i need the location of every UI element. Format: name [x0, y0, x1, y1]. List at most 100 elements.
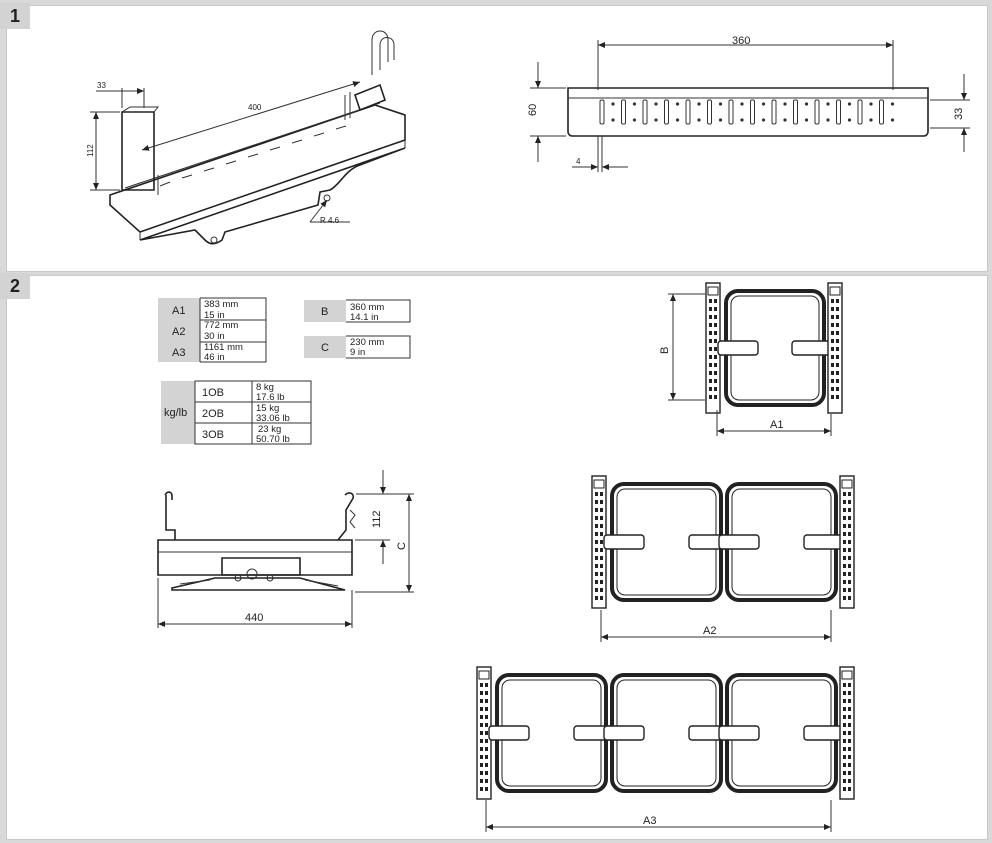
rail-hole [485, 763, 488, 767]
rail-hole [600, 540, 603, 544]
rail-cap [841, 479, 853, 489]
rail-hole [709, 363, 712, 367]
weight-model-2: 2OB [202, 408, 224, 420]
top-dim-a2: A2 [703, 625, 716, 637]
side-hole [761, 118, 766, 122]
rail-hole [480, 723, 483, 727]
side-slot [879, 99, 884, 125]
rail-hole [831, 299, 834, 303]
rail-hole [709, 387, 712, 391]
iso-dim-top-width: 33 [97, 81, 106, 90]
rail-hole [600, 516, 603, 520]
clamp [603, 534, 645, 550]
rail-hole [485, 755, 488, 759]
iso-dim-radius: R 4.6 [320, 216, 340, 225]
weight-table: kg/lb 1OB 2OB 3OB 8 kg 17.6 lb 15 kg 33.… [161, 380, 312, 445]
rail-hole [848, 596, 851, 600]
rail-hole [843, 540, 846, 544]
side-hole [740, 118, 744, 122]
rail-hole [831, 371, 834, 375]
rail-hole [595, 580, 598, 584]
iso-slots [159, 125, 347, 187]
rail-hole [848, 548, 851, 552]
rail-hole [595, 556, 598, 560]
dims-key-a3: A3 [172, 347, 185, 359]
weight-model-3: 3OB [202, 429, 224, 441]
side-slot [599, 99, 605, 125]
rail-hole [480, 731, 483, 735]
rail-hole [843, 731, 846, 735]
section-1-badge: 1 [0, 3, 30, 29]
b-in: 14.1 in [350, 312, 379, 323]
rail-hole [836, 339, 839, 343]
top-dim-b: B [659, 347, 671, 354]
clamp [803, 534, 845, 550]
front-dim-width: 440 [245, 612, 263, 624]
rail-hole [843, 572, 846, 576]
side-view-drawing: 360 60 33 4 [527, 35, 970, 172]
side-slot [707, 99, 712, 125]
rail-hole [595, 500, 598, 504]
rail-hole [831, 347, 834, 351]
rail-hole [714, 395, 717, 399]
rail-hole [848, 771, 851, 775]
dims-a2-mm: 772 mm [204, 320, 238, 331]
rail-hole [714, 323, 717, 327]
rail-hole [836, 355, 839, 359]
rail-hole [848, 787, 851, 791]
front-dim-height: 112 [371, 510, 383, 528]
side-slot [642, 99, 648, 125]
rail-hole [485, 723, 488, 727]
rail-hole [836, 379, 839, 383]
rail-hole [848, 779, 851, 783]
side-hole [826, 118, 830, 122]
rail-hole [836, 363, 839, 367]
rail-hole [836, 331, 839, 335]
weight-lb-2: 33.06 lb [256, 413, 290, 424]
rail-hole [843, 787, 846, 791]
side-dim-slot-offset: 33 [953, 108, 965, 120]
rail-hole [485, 707, 488, 711]
weight-lb-1: 17.6 lb [256, 392, 285, 403]
rail-hole [714, 339, 717, 343]
rail-hole [480, 755, 483, 759]
front-dim-total: C [396, 542, 408, 550]
rail-hole [709, 315, 712, 319]
rail-hole [480, 771, 483, 775]
dims-key-a1: A1 [172, 305, 185, 317]
rail-hole [843, 508, 846, 512]
clamp [718, 725, 760, 741]
side-hole [718, 102, 723, 106]
rail-hole [709, 395, 712, 399]
dims-key-a2: A2 [172, 326, 185, 338]
side-view-slots [599, 99, 895, 125]
rail-hole [848, 516, 851, 520]
rail-hole [709, 371, 712, 375]
side-hole [611, 118, 615, 122]
rail-hole [600, 548, 603, 552]
rail-hole [843, 683, 846, 687]
rail-hole [600, 572, 603, 576]
rail-hole [714, 347, 717, 351]
rail-hole [848, 747, 851, 751]
c-in: 9 in [350, 347, 365, 358]
rail-hole [848, 755, 851, 759]
rail-hole [709, 355, 712, 359]
rail-hole [831, 379, 834, 383]
rail-hole [480, 747, 483, 751]
rail-cap [829, 286, 841, 296]
clamp [718, 534, 760, 550]
rail-hole [600, 532, 603, 536]
rail-hole [714, 363, 717, 367]
rail-hole [843, 747, 846, 751]
rail-hole [848, 739, 851, 743]
rail-hole [714, 307, 717, 311]
rail-hole [595, 508, 598, 512]
b-mm: 360 mm [350, 302, 384, 313]
rail-hole [836, 395, 839, 399]
c-mm: 230 mm [350, 337, 384, 348]
rail-hole [714, 315, 717, 319]
side-slot [793, 99, 798, 125]
c-table: C 230 mm 9 in [304, 335, 411, 359]
